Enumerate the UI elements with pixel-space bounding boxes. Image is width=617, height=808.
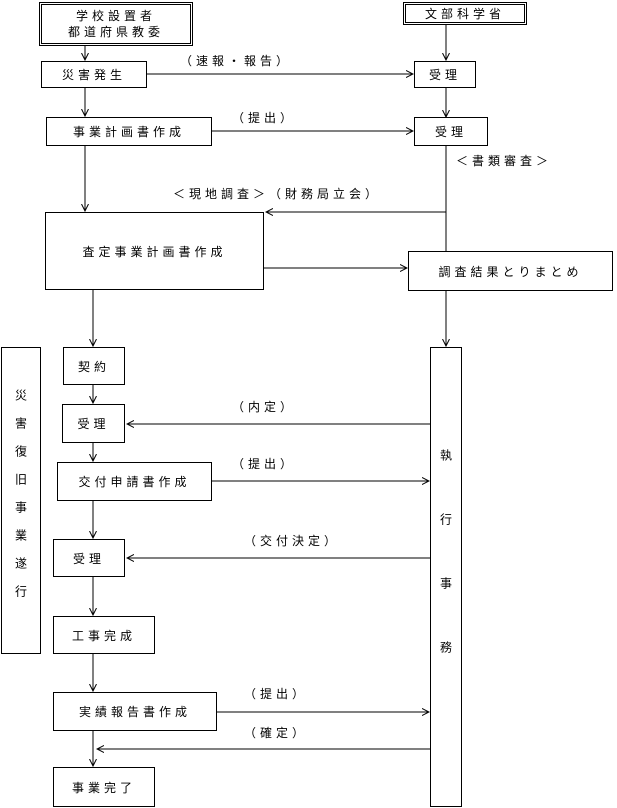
summary-box: 調査結果とりまとめ — [408, 251, 613, 291]
execution-column: 執行事務 — [430, 347, 462, 807]
label-submit2: （提出） — [232, 457, 297, 471]
grant-application-box: 交付申請書作成 — [57, 462, 212, 501]
label-doc-review: ＜書類審査＞ — [456, 154, 553, 168]
label-tentative: （内定） — [232, 400, 297, 414]
school-board-line1: 学校設置者 — [75, 9, 156, 23]
label-site-survey: ＜現地調査＞（財務局立会） — [173, 187, 382, 201]
ministry-label: 文部科学省 — [424, 6, 505, 21]
completion-box: 工事完成 — [53, 616, 155, 654]
receipt4-box: 受理 — [53, 539, 125, 577]
school-board-line2: 都道府県教委 — [67, 25, 164, 39]
label-submit3: （提出） — [244, 687, 309, 701]
ministry-box: 文部科学省 — [403, 2, 527, 25]
plan-box: 事業計画書作成 — [46, 117, 212, 146]
label-quick-report: （速報・報告） — [180, 54, 293, 68]
receipt2-box: 受理 — [414, 117, 488, 146]
school-board-box: 学校設置者 都道府県教委 — [39, 2, 193, 46]
label-confirm: （確定） — [244, 726, 309, 740]
assess-plan-box: 査定事業計画書作成 — [45, 212, 264, 290]
disaster-box: 災害発生 — [41, 61, 147, 88]
recovery-column: 災害復旧事業遂行 — [1, 347, 41, 654]
receipt1-box: 受理 — [414, 61, 476, 88]
project-end-box: 事業完了 — [53, 767, 155, 807]
contract-box: 契約 — [63, 347, 125, 385]
label-submit1: （提出） — [232, 111, 297, 125]
report-box: 実績報告書作成 — [53, 692, 217, 731]
label-grant-decision: （交付決定） — [244, 534, 341, 548]
receipt3-box: 受理 — [62, 404, 125, 443]
